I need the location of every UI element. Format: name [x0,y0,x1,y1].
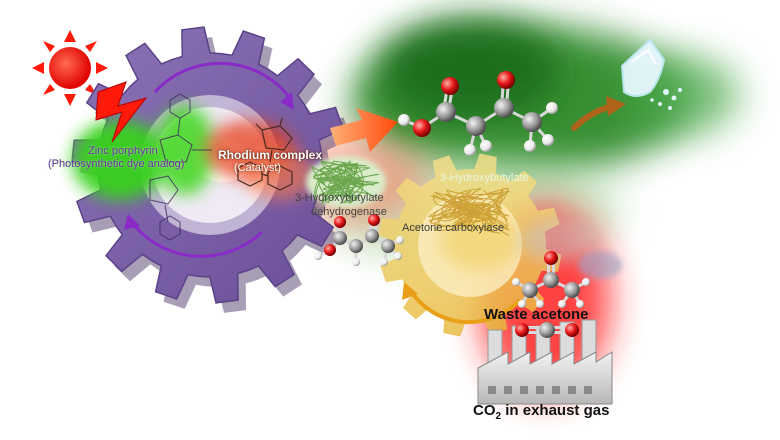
hydrogen-atom [582,278,590,286]
factory-icon [477,218,622,405]
zinc-porphyrin-label: Zinc porphyrin [88,145,158,157]
dehydrogenase-enzyme [306,156,386,208]
protein-ribbon [428,187,510,236]
hydrogen-atom [380,258,388,266]
hydrogen-atom [512,278,520,286]
enzyme1-label-line1: 3-Hydroxybutylate [295,192,384,204]
carbon-atom [365,229,379,243]
molecules-layer [314,71,590,338]
molecule-co2 [515,322,579,338]
carbon-atom [494,98,514,118]
molecule-acetone [512,251,590,308]
porphyrin-complex [72,93,315,241]
carbon-atom [564,282,580,298]
plastic-cup-icon [620,38,682,110]
oxygen-atom [413,119,431,137]
carbon-atom [436,102,456,122]
molecule-top [398,71,558,156]
hydrogen-atom [536,300,544,308]
carbon-atom [381,239,395,253]
enzyme2-label: Acetone carboxylase [402,222,505,234]
carbon-atom [522,112,542,132]
catalyst-label: (Catalyst) [234,162,282,174]
carbon-atom [543,272,559,288]
molecule-bottom-left [314,214,404,266]
sun-icon [32,30,108,106]
protein-ribbon [310,160,380,205]
oxygen-atom [497,71,515,89]
hydrogen-atom [464,144,476,156]
carbon-atom [349,239,363,253]
hydrogen-atom [352,258,360,266]
product-arrow [571,96,626,131]
co2-suffix: in exhaust gas [501,402,610,419]
product-label: 3-Hydroxybutylate [440,172,529,184]
oxygen-atom [515,323,529,337]
co2-subscript: 2 [495,411,502,422]
co2-label: CO2 in exhaust gas [473,402,609,422]
hydrogen-atom [398,114,410,126]
hydrogen-atom [396,236,404,244]
yellow-gear [378,153,562,337]
oxygen-atom [565,323,579,337]
carbon-atom [333,231,347,245]
oxygen-atom [441,77,459,95]
co2-prefix: CO [473,402,496,419]
hydrogen-atom [576,300,584,308]
oxygen-atom [324,244,336,256]
zinc-porphyrin-sublabel: (Photosynthetic dye analog) [48,158,185,170]
carbon-atom [539,322,555,338]
hydrogen-atom [518,300,526,308]
lightning-icon [95,81,148,143]
oxygen-atom [544,251,558,265]
oxygen-atom [368,214,380,226]
rhodium-complex-label: Rhodium complex [218,148,323,162]
hydrogen-atom [558,300,566,308]
carbon-atom [466,116,486,136]
hydrogen-atom [524,140,536,152]
hydrogen-atom [314,252,322,260]
enzyme1-label-line2: dehydrogenase [311,206,387,218]
waste-acetone-label: Waste acetone [484,306,589,323]
hydrogen-atom [394,252,402,260]
hydrogen-atom [546,102,558,114]
hydrogen-atom [542,134,554,146]
carbon-atom [522,282,538,298]
transfer-arrow [330,108,398,152]
oxygen-atom [334,216,346,228]
hydrogen-atom [480,140,492,152]
